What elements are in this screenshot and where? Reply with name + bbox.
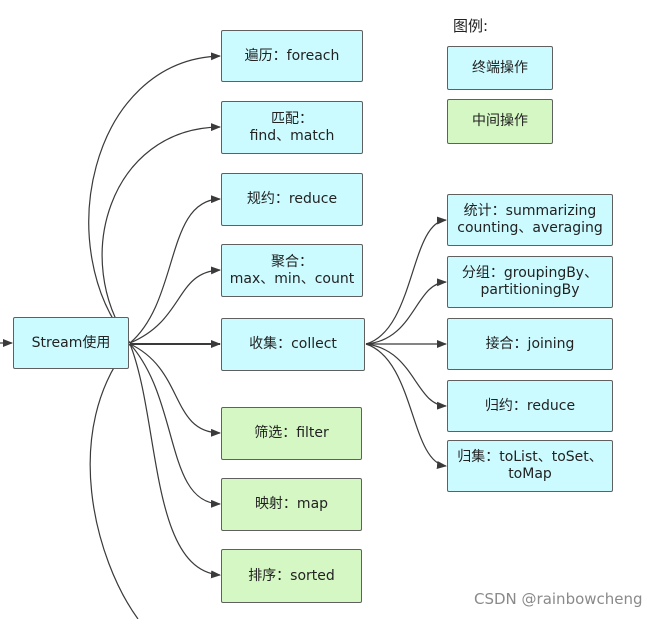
legend-terminal: 终端操作 [447,46,553,90]
op-label-line2: max、min、count [229,270,355,287]
edge-collect-reduce [365,343,447,410]
op-node-sorted: 排序：sorted [221,549,362,603]
legend-intermediate: 中间操作 [447,99,553,144]
op-node-aggregate: 聚合： max、min、count [221,244,363,297]
edge-root-filter [129,343,221,437]
collect-node-reduce: 归约：reduce [447,380,613,432]
op-label-line2: find、match [249,127,335,144]
edge-collect-summarizing [365,216,447,345]
edge-root-count [129,266,221,344]
op-label: 匹配： [271,110,313,127]
legend-intermediate-label: 中间操作 [472,113,528,129]
op-label: 收集：collect [249,336,337,352]
collect-label-line2: toMap [508,466,552,482]
collect-label: 分组：groupingBy、 [461,265,599,281]
op-node-match: 匹配： find、match [221,101,363,154]
collect-label: 归约：reduce [484,397,576,414]
op-node-collect: 收集：collect [221,318,365,371]
op-label: 聚合： [271,253,313,270]
collect-node-joining: 接合：joining [447,318,613,370]
root-node: Stream使用 [13,317,129,369]
op-node-filter: 筛选：filter [221,407,362,460]
op-label: 遍历：foreach [244,47,340,64]
watermark: CSDN @rainbowcheng [474,590,643,608]
collect-node-grouping: 分组：groupingBy、 partitioningBy [447,256,613,308]
collect-label-line2: partitioningBy [480,282,580,298]
edge-root-reduce [129,195,221,344]
op-node-map: 映射：map [221,478,362,531]
collect-node-collecting: 归集：toList、toSet、 toMap [447,440,613,492]
collect-label: 归集：toList、toSet、 [457,449,603,465]
root-label: Stream使用 [31,334,111,351]
edge-root-offscreen [89,343,139,619]
op-node-reduce: 规约：reduce [221,173,363,226]
legend-title: 图例: [453,17,489,35]
collect-label: 统计：summarizing [463,203,597,219]
legend-terminal-label: 终端操作 [472,59,528,76]
edge-root-foreach [88,52,221,344]
op-label: 排序：sorted [248,567,335,584]
edge-root-match [101,123,221,344]
op-label: 映射：map [254,496,329,512]
op-label: 规约：reduce [246,191,338,207]
collect-label: 接合：joining [485,335,575,352]
edge-collect-tolist [365,343,447,469]
collect-node-summarizing: 统计：summarizing counting、averaging [447,194,613,246]
op-label: 筛选：filter [254,425,329,441]
op-node-foreach: 遍历：foreach [221,30,363,82]
edge-collect-grouping [365,278,447,345]
edge-root-map [129,343,221,508]
edge-root-sorted [129,343,221,579]
collect-label-line2: counting、averaging [457,220,603,236]
